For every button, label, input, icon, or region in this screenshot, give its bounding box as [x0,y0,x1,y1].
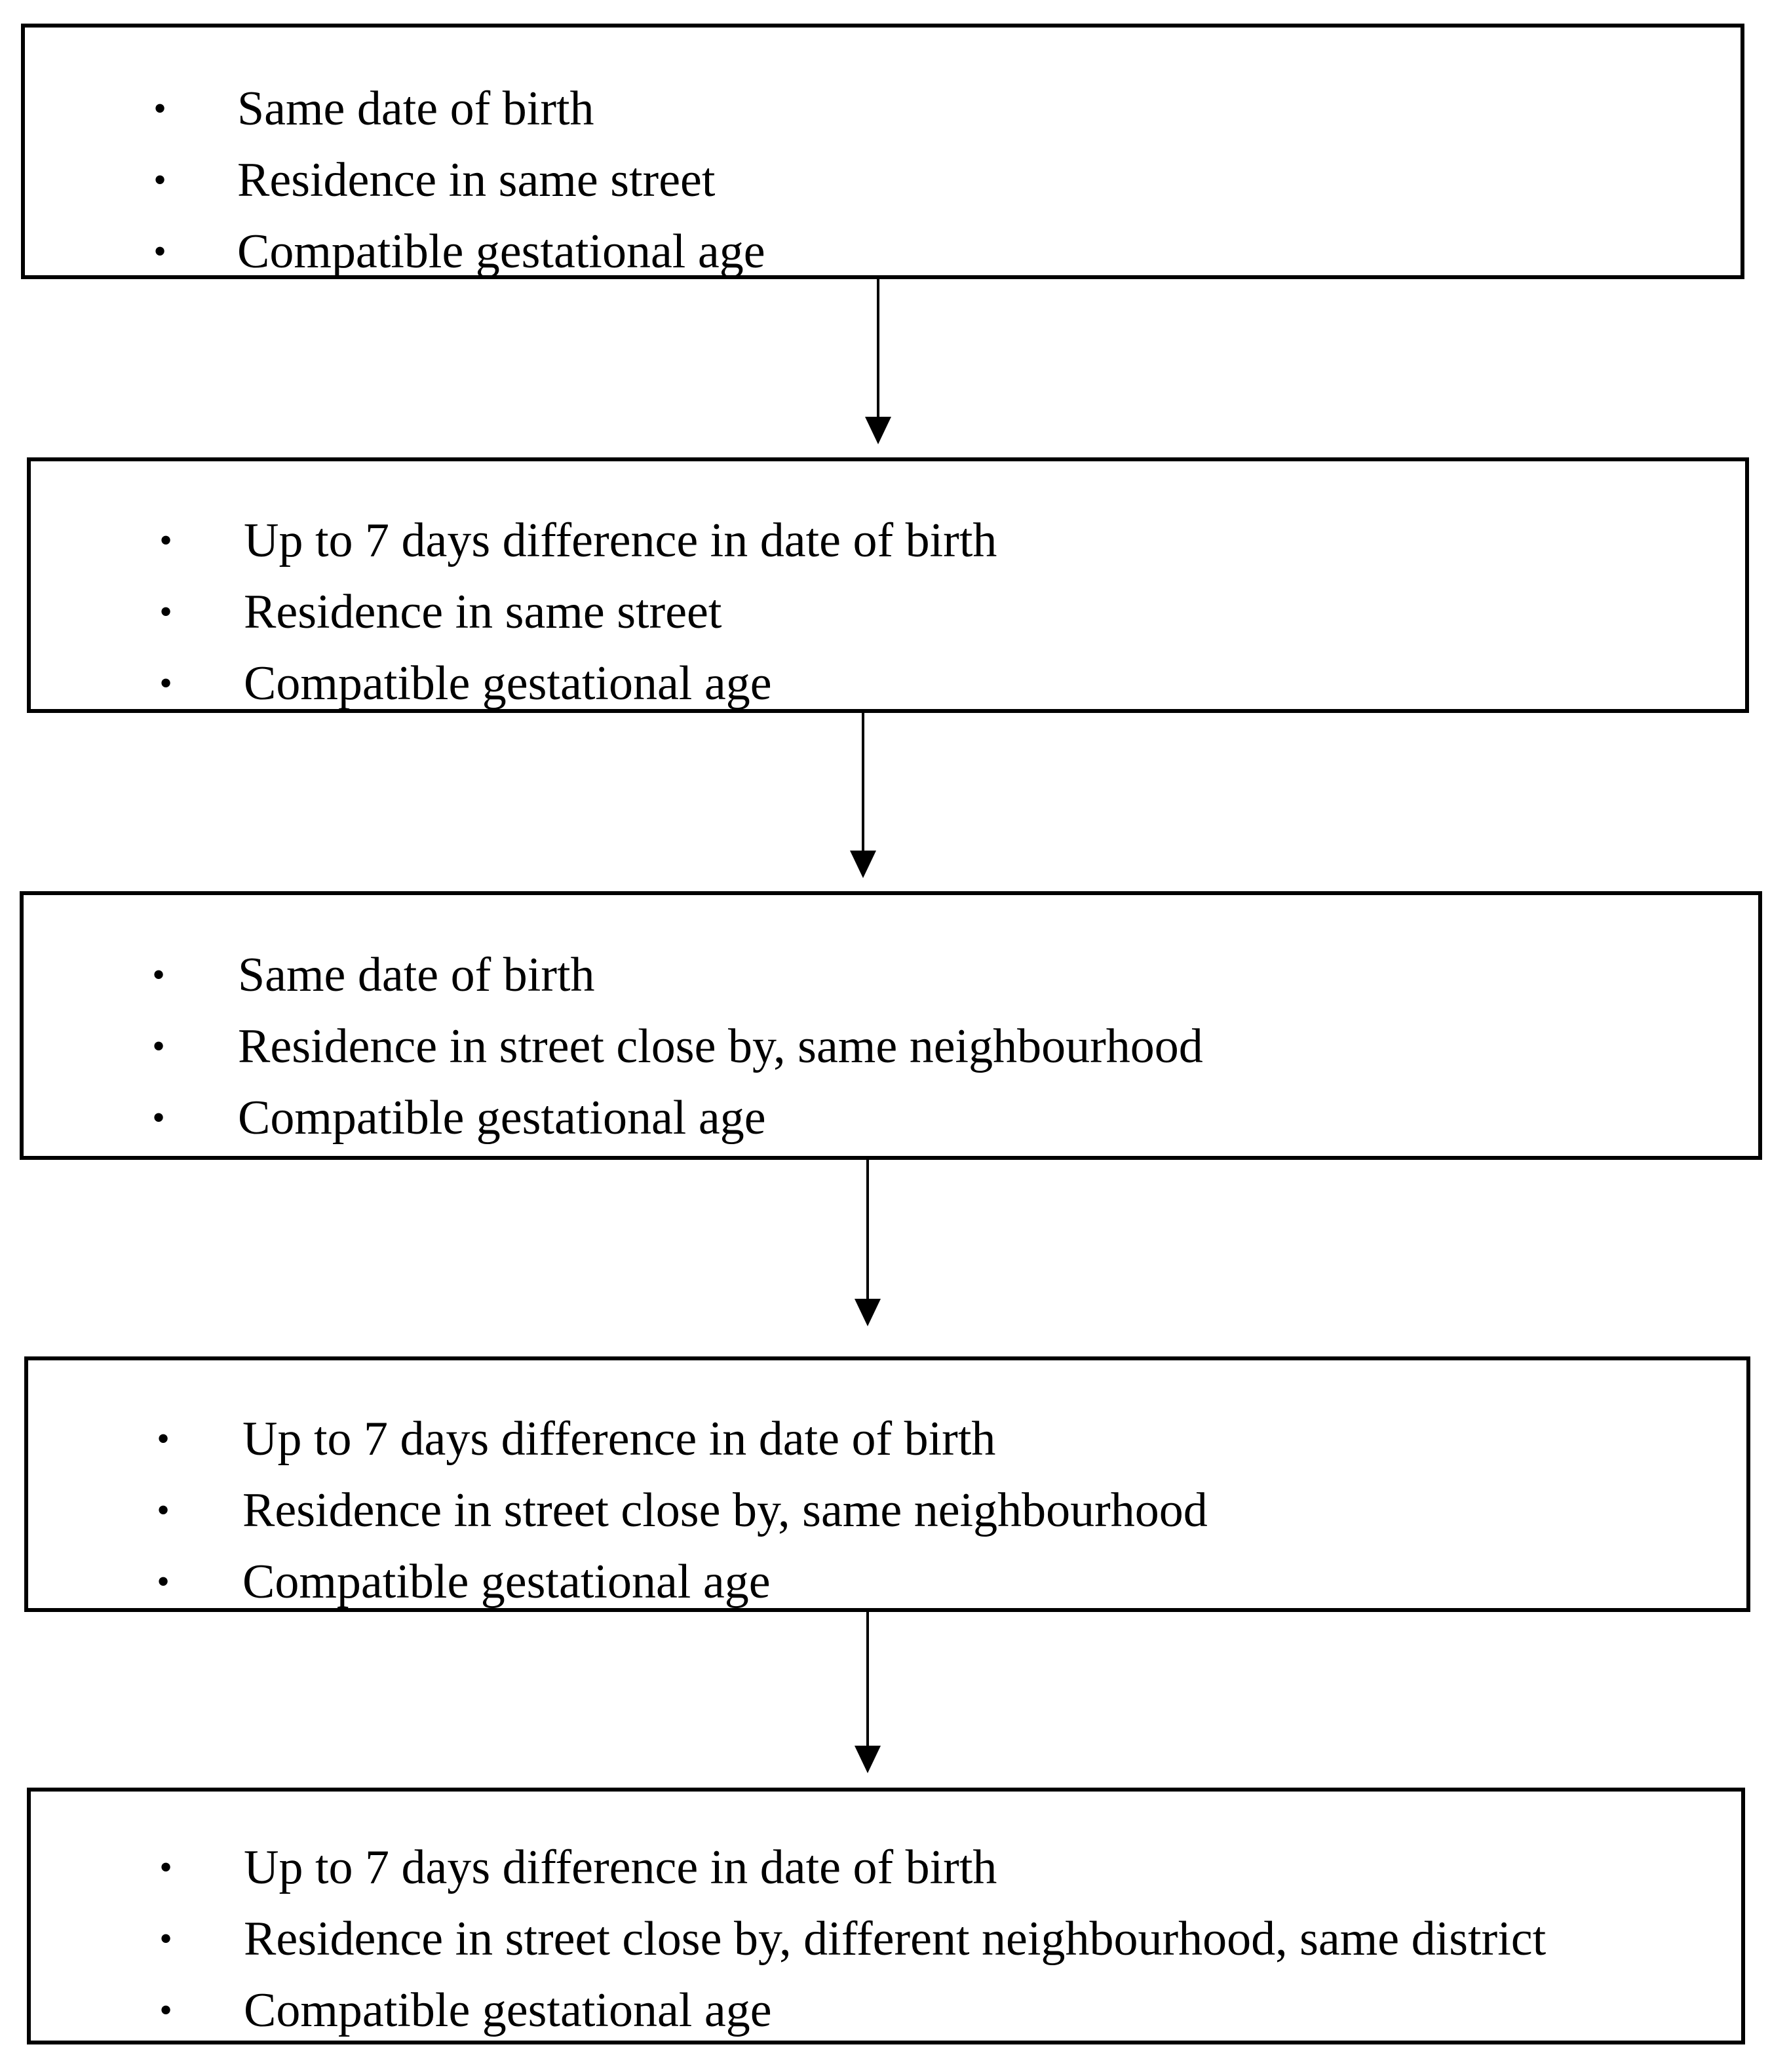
bullet-icon: • [157,1419,170,1459]
bullet-icon: • [153,231,166,272]
criterion-gestational-age: • Compatible gestational age [25,216,1741,288]
bullet-icon: • [159,663,172,704]
criterion-text: Same date of birth [237,82,594,136]
bullet-icon: • [157,1562,170,1602]
criterion-text: Residence in street close by, different … [244,1912,1547,1966]
step-box-1: • Same date of birth • Residence in same s… [21,24,1744,279]
arrow-4-to-5 [855,1612,881,1773]
criterion-gestational-age: • Compatible gestational age [28,1546,1746,1618]
bullet-icon: • [152,1098,165,1138]
bullet-icon: • [153,88,166,129]
criterion-text: Residence in street close by, same neigh… [242,1484,1208,1537]
step-box-2: • Up to 7 days difference in date of birt… [27,457,1749,713]
criterion-residence: • Residence in same street [31,577,1745,648]
bullet-icon: • [152,1026,165,1067]
bullet-icon: • [159,592,172,632]
criterion-date-of-birth: • Up to 7 days difference in date of birt… [31,1832,1741,1904]
criterion-text: Compatible gestational age [244,657,772,710]
criterion-text: Residence in street close by, same neigh… [238,1020,1203,1073]
criteria-list: • Same date of birth • Residence in street… [24,895,1758,1154]
bullet-icon: • [159,1990,172,2031]
step-box-5: • Up to 7 days difference in date of birt… [27,1788,1745,2044]
criterion-date-of-birth: • Same date of birth [24,940,1758,1011]
bullet-icon: • [157,1490,170,1531]
criterion-text: Compatible gestational age [244,1984,772,2037]
criteria-list: • Up to 7 days difference in date of birt… [28,1360,1746,1618]
bullet-icon: • [159,1847,172,1888]
step-box-4: • Up to 7 days difference in date of birt… [24,1356,1750,1612]
criteria-list: • Same date of birth • Residence in same s… [25,28,1741,288]
bullet-icon: • [159,1919,172,1959]
criterion-text: Up to 7 days difference in date of birth [244,514,997,567]
bullet-icon: • [152,955,165,995]
criterion-gestational-age: • Compatible gestational age [24,1083,1758,1154]
criteria-list: • Up to 7 days difference in date of birt… [31,461,1745,719]
criterion-gestational-age: • Compatible gestational age [31,1975,1741,2046]
step-box-3: • Same date of birth • Residence in street… [20,891,1762,1160]
criterion-text: Up to 7 days difference in date of birth [242,1412,996,1466]
bullet-icon: • [153,160,166,201]
criterion-residence: • Residence in street close by, same neig… [24,1011,1758,1083]
criterion-text: Residence in same street [244,585,722,639]
criterion-date-of-birth: • Up to 7 days difference in date of birt… [28,1404,1746,1475]
criterion-text: Compatible gestational age [238,1091,766,1145]
arrow-1-to-2 [865,279,891,444]
criterion-residence: • Residence in same street [25,145,1741,216]
criterion-text: Up to 7 days difference in date of birth [244,1841,997,1894]
criteria-list: • Up to 7 days difference in date of birt… [31,1792,1741,2046]
criterion-residence: • Residence in street close by, same neig… [28,1475,1746,1546]
criterion-text: Residence in same street [237,153,716,207]
criterion-date-of-birth: • Up to 7 days difference in date of birt… [31,505,1745,577]
criterion-text: Same date of birth [238,948,595,1002]
criterion-text: Compatible gestational age [237,225,765,278]
criterion-residence: • Residence in street close by, different… [31,1904,1741,1975]
criterion-date-of-birth: • Same date of birth [25,73,1741,145]
criterion-gestational-age: • Compatible gestational age [31,648,1745,719]
criterion-text: Compatible gestational age [242,1555,771,1609]
arrow-2-to-3 [850,713,876,878]
arrow-3-to-4 [855,1160,881,1326]
bullet-icon: • [159,520,172,561]
